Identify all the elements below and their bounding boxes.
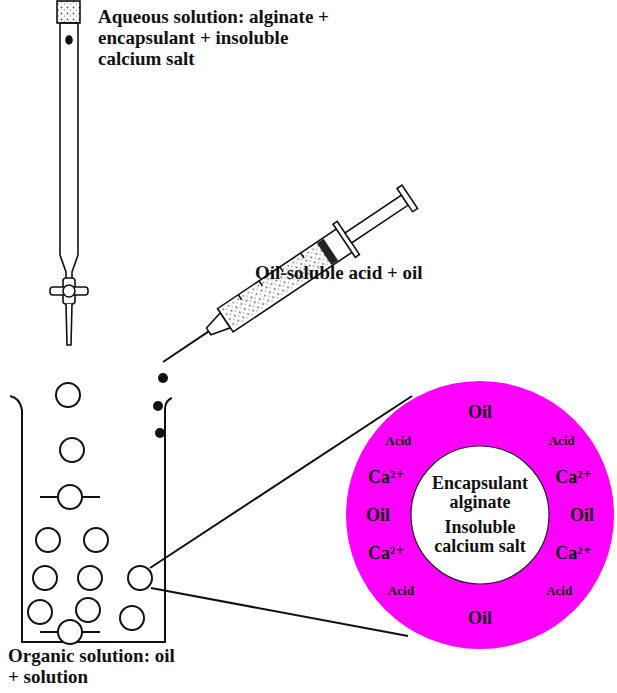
droplet	[28, 600, 52, 624]
droplet	[33, 566, 57, 590]
core-label: Insoluble calcium salt	[421, 518, 539, 556]
caption-label: Oil-soluble acid + oil	[255, 262, 423, 283]
stopcock-knob	[63, 285, 75, 297]
ring-label: Acid	[549, 433, 575, 449]
burette	[50, 1, 88, 345]
circle-outline	[410, 445, 550, 585]
stopper	[57, 1, 80, 23]
droplet	[58, 620, 82, 644]
magnified-droplet: OilAcidAcidCa²⁺Ca²⁺OilOilCa²⁺Ca²⁺AcidAci…	[345, 380, 615, 650]
droplet	[36, 528, 60, 552]
ring-label: Acid	[385, 433, 411, 449]
core-text: Encapsulant alginateInsoluble calcium sa…	[410, 445, 550, 585]
droplet-core: Encapsulant alginateInsoluble calcium sa…	[410, 445, 550, 585]
caption-label: Organic solution: oil + solution	[8, 645, 183, 687]
plunger-seal	[317, 239, 338, 265]
droplet	[78, 566, 102, 590]
circle-shape	[346, 381, 614, 649]
ring-label: Oil	[468, 608, 492, 629]
droplet	[58, 485, 82, 509]
leader-line	[151, 588, 408, 636]
droplet	[56, 383, 80, 407]
ring-label: Acid	[388, 583, 414, 599]
ring-label: Ca²⁺	[368, 542, 405, 564]
droplets	[28, 383, 152, 644]
ring-label: Acid	[546, 583, 572, 599]
droplet	[128, 566, 152, 590]
syringe-liquid	[222, 244, 332, 328]
drop-mark	[66, 36, 72, 44]
caption-label: Aqueous solution: alginate + encapsulant…	[98, 6, 348, 69]
burette-tube	[60, 23, 78, 280]
ring-label: Oil	[366, 505, 390, 526]
droplet	[120, 606, 144, 630]
ring-label: Ca²⁺	[555, 466, 592, 488]
leader-lines	[150, 396, 412, 636]
ring-label: Ca²⁺	[368, 466, 405, 488]
ring-label: Ca²⁺	[555, 542, 592, 564]
droplet	[76, 598, 100, 622]
plunger-rod	[345, 195, 408, 243]
needle	[163, 331, 209, 362]
circle-shape	[411, 446, 549, 584]
plunger-top	[397, 185, 418, 212]
ring-label: Oil	[570, 505, 594, 526]
ring-label: Oil	[468, 402, 492, 423]
droplet	[60, 438, 84, 462]
core-label: Encapsulant alginate	[421, 474, 539, 512]
beaker	[10, 396, 172, 642]
stopcock-body	[63, 278, 75, 304]
droplet	[84, 528, 108, 552]
burette-tip	[66, 304, 72, 345]
